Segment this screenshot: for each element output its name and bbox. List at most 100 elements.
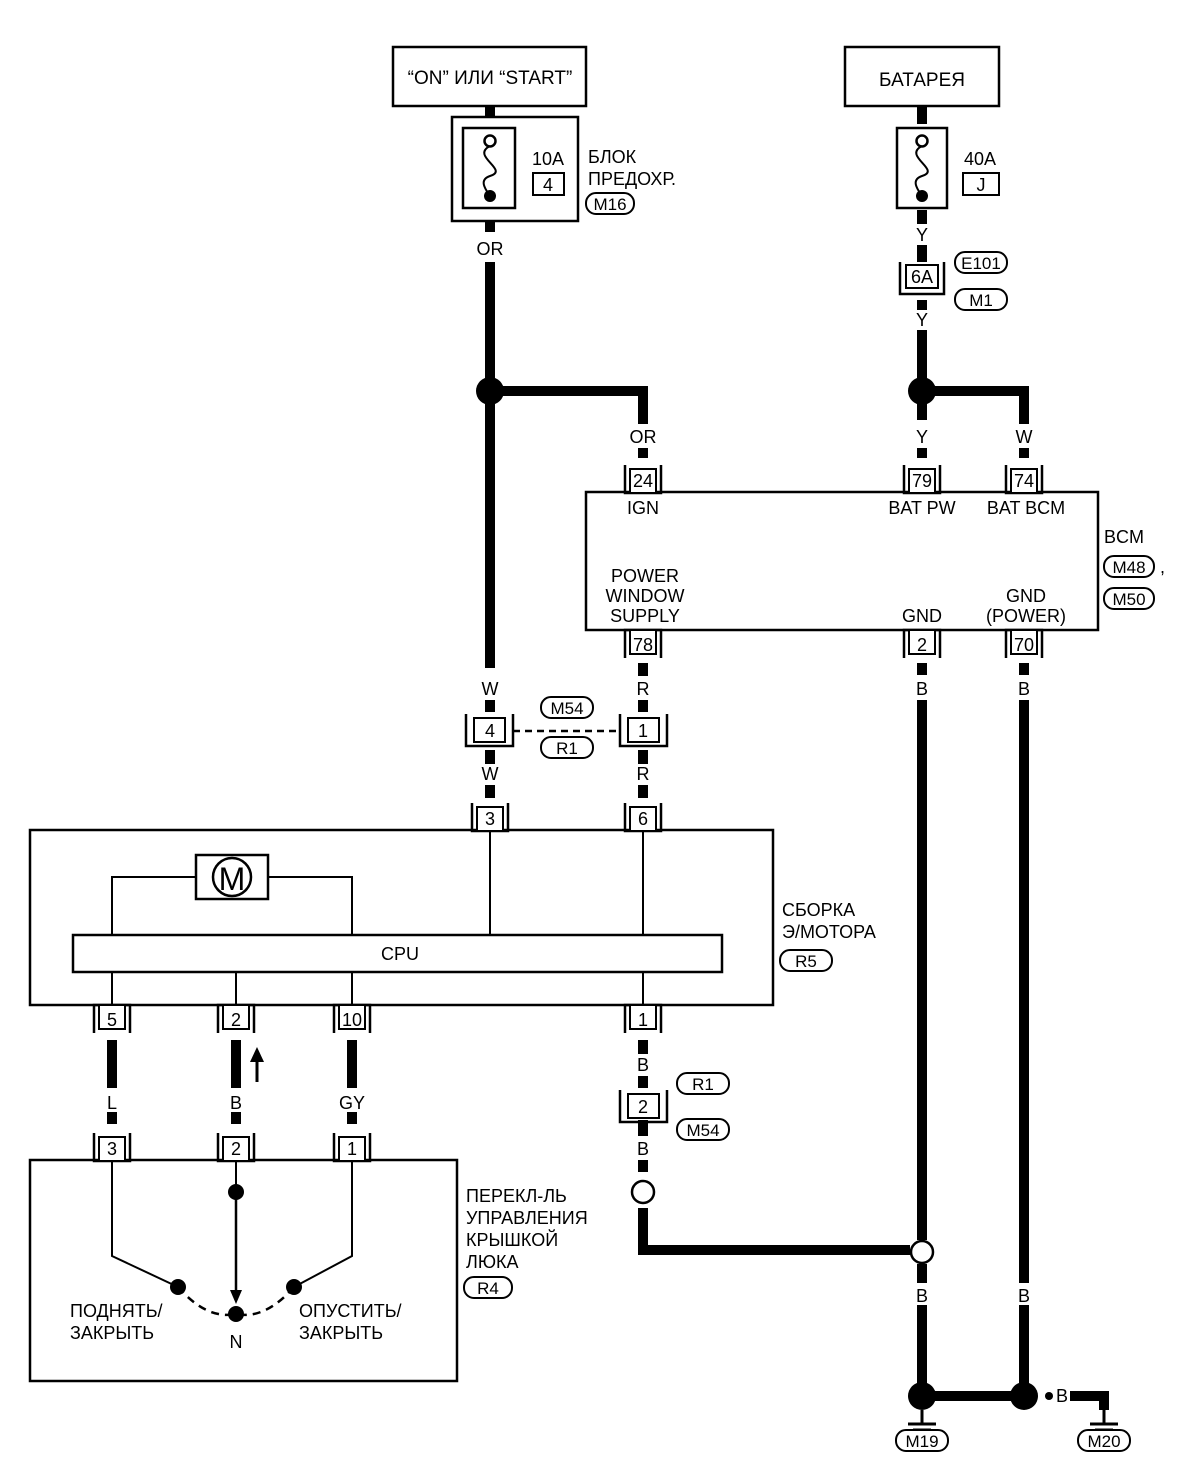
fuse-bat-terminal-bottom [916, 190, 928, 202]
bcm-gnd-power-label-1: GND [1006, 586, 1046, 606]
motor-pin-number: 2 [231, 1010, 241, 1030]
switch-up-label-2: ЗАКРЫТЬ [70, 1323, 154, 1343]
wire-label: W [482, 679, 499, 699]
joint-pin: 4 [485, 721, 495, 741]
bcm-pin-label: BAT BCM [987, 498, 1065, 518]
wire-label: L [107, 1093, 117, 1113]
bcm-pin-number: 79 [912, 471, 932, 491]
bcm-pin-number: 2 [917, 635, 927, 655]
switch-pin-number: 3 [107, 1139, 117, 1159]
switch-neutral-label: N [230, 1332, 243, 1352]
motor-pin-number: 10 [342, 1010, 362, 1030]
bcm-pw-supply-label-1: POWER [611, 566, 679, 586]
fuse-block-connector: M16 [593, 195, 626, 214]
switch-title-2: УПРАВЛЕНИЯ [466, 1208, 588, 1228]
ground-splice [908, 1382, 936, 1410]
cpu-block [71, 933, 724, 974]
switch-connector: R4 [477, 1279, 499, 1298]
joint-connector-top: M54 [550, 699, 583, 718]
wire-label: W [1016, 427, 1033, 447]
wire-label: GY [339, 1093, 365, 1113]
joint2-connector-top: R1 [692, 1075, 714, 1094]
ground-splice [1010, 1382, 1038, 1410]
fuse-ign-number: 4 [543, 175, 553, 195]
fuse-ign: 10A 4 [450, 115, 580, 223]
bcm-module: 24 IGN 79 BAT PW 74 BAT BCM POWER WINDOW… [584, 463, 1100, 660]
bcm-pin-label: IGN [627, 498, 659, 518]
cpu-label: CPU [381, 944, 419, 964]
splice-ign [476, 377, 504, 405]
fusible-link-connector-bottom: M1 [969, 291, 993, 310]
bcm-gnd-label: GND [902, 606, 942, 626]
motor-assembly: 3 6 M CPU 5 2 10 1 [28, 801, 775, 1035]
bcm-comma: , [1160, 557, 1165, 577]
ground-splice-dot [1045, 1392, 1053, 1400]
wire-label: B [916, 679, 928, 699]
splice-open [630, 1179, 656, 1205]
motor-title-2: Э/МОТОРА [782, 922, 876, 942]
fuse-bat: 40A J [895, 126, 1000, 210]
switch-up-terminal [170, 1279, 186, 1295]
switch-title-4: ЛЮКА [466, 1252, 519, 1272]
wire-label: OR [477, 239, 504, 259]
switch-title-3: КРЫШКОЙ [466, 1229, 558, 1250]
fuse-bat-number: J [977, 175, 986, 195]
motor-pin-number: 5 [107, 1010, 117, 1030]
switch-neutral-terminal [228, 1306, 244, 1322]
wire-label: OR [630, 427, 657, 447]
wires [107, 106, 1109, 1410]
joint2-pin: 2 [638, 1097, 648, 1117]
bcm-title: BCM [1104, 527, 1144, 547]
ignition-source-label: “ON” ИЛИ “START” [408, 68, 573, 89]
bcm-pw-supply-label-2: WINDOW [606, 586, 685, 606]
signal-arrow-icon [250, 1047, 264, 1082]
wire-label: B [637, 1055, 649, 1075]
wire-label: Y [916, 225, 928, 245]
switch-down-label-1: ОПУСТИТЬ/ [299, 1301, 402, 1321]
ground-label: M19 [905, 1432, 938, 1451]
wire-label: B [1018, 679, 1030, 699]
motor-connector: R5 [795, 952, 817, 971]
joint2-connector-bottom: M54 [686, 1121, 719, 1140]
bcm-connector-1: M48 [1112, 558, 1145, 577]
joint-connector-r: 1 [618, 714, 669, 748]
wire-label: Y [916, 310, 928, 330]
wire-label: B [1056, 1386, 1068, 1406]
fuse-ign-terminal-top [483, 134, 497, 148]
fuse-bat-rating: 40A [964, 149, 996, 169]
fuse-ign-rating: 10A [532, 149, 564, 169]
switch-down-label-2: ЗАКРЫТЬ [299, 1323, 383, 1343]
wire-label: R [637, 764, 650, 784]
sunroof-switch: 3 2 1 ПОДНЯТЬ/ ЗАКРЫТЬ N ОПУСТИТЬ/ ЗАКРЫ… [28, 1131, 459, 1383]
bcm-pin-number: 70 [1014, 635, 1034, 655]
motor-symbol: M [219, 861, 246, 897]
wire-label: B [230, 1093, 242, 1113]
bcm-gnd-power-label-2: (POWER) [986, 606, 1066, 626]
joint-connector-w: 4 [464, 714, 515, 748]
fusible-link-connector-top: E101 [961, 254, 1001, 273]
bcm-pin-number: 74 [1014, 471, 1034, 491]
ignition-source-box [391, 45, 588, 108]
motor-pin-number: 1 [638, 1010, 648, 1030]
wire-label: Y [916, 427, 928, 447]
bcm-pin-number: 78 [633, 635, 653, 655]
splice-bat [908, 377, 936, 405]
splice-open [909, 1239, 935, 1265]
wire-label: R [637, 679, 650, 699]
bcm-pin-number: 24 [633, 471, 653, 491]
bcm-pw-supply-label-3: SUPPLY [610, 606, 680, 626]
fuse-block-label-1: БЛОК [588, 147, 637, 167]
switch-blade-arrow-icon [230, 1290, 242, 1304]
wire-label: B [1018, 1286, 1030, 1306]
motor-pin-number: 6 [638, 809, 648, 829]
switch-pin-number: 1 [347, 1139, 357, 1159]
joint-connector-bottom: R1 [556, 739, 578, 758]
fuse-icon [914, 145, 929, 197]
switch-down-terminal [286, 1279, 302, 1295]
switch-up-label-1: ПОДНЯТЬ/ [70, 1301, 163, 1321]
wire-label: B [916, 1286, 928, 1306]
joint2-connector: 2 [618, 1090, 669, 1124]
ground-label: M20 [1087, 1432, 1120, 1451]
fusible-link-pin: 6A [911, 267, 933, 287]
